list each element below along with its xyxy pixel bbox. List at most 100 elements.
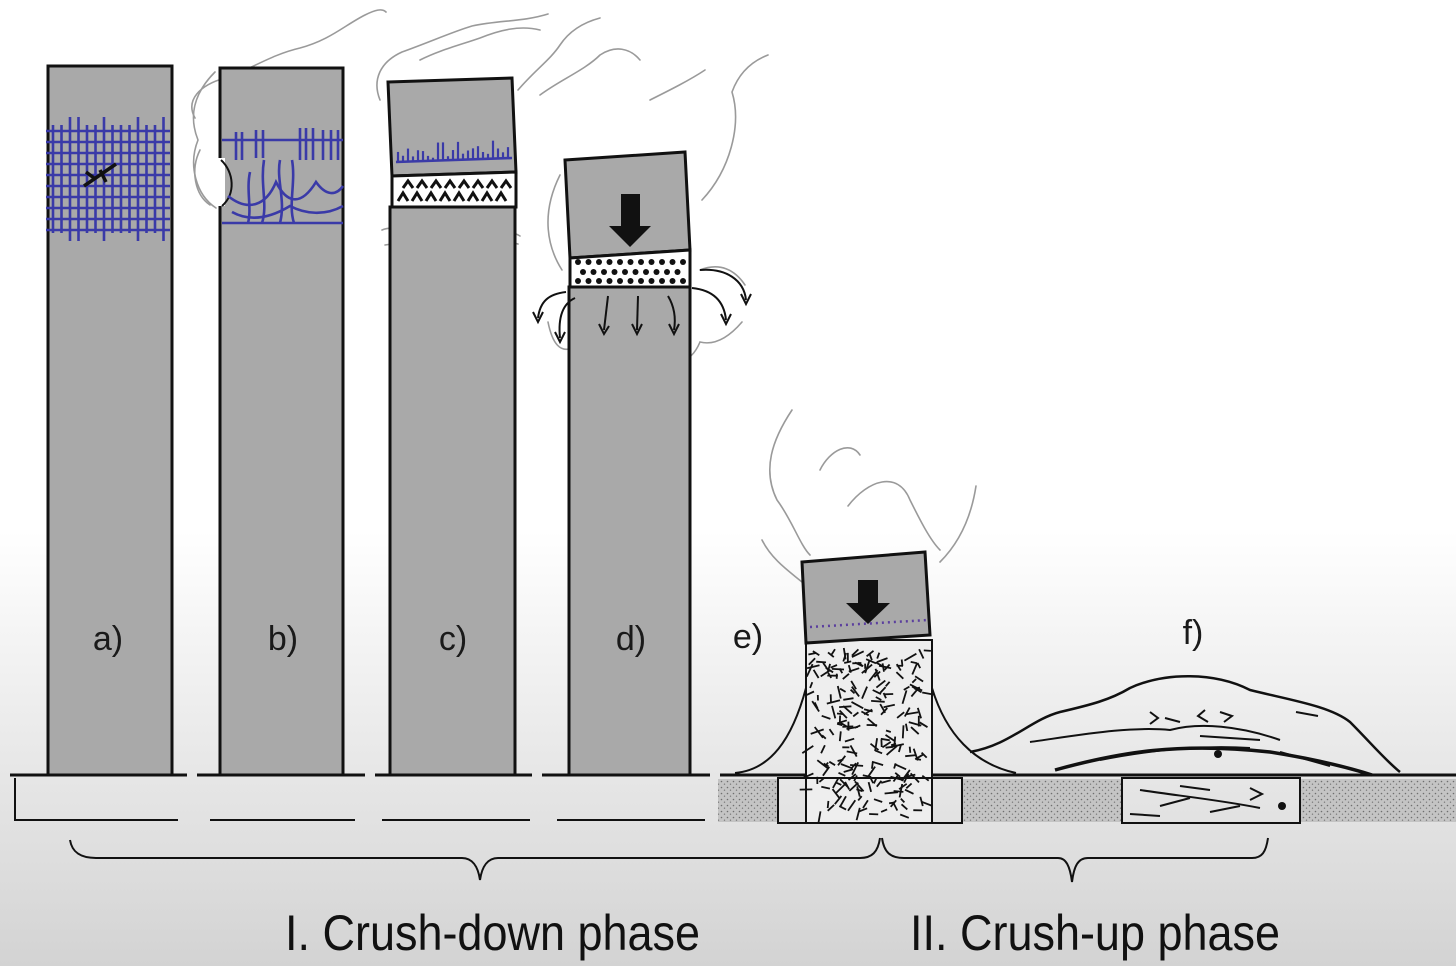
debris-dot bbox=[606, 259, 613, 265]
rubble-fragment bbox=[843, 660, 852, 664]
rubble-fragment bbox=[821, 785, 831, 790]
rubble-fragment bbox=[805, 690, 815, 697]
rubble-fragment bbox=[872, 689, 882, 695]
curved-arrow-icon bbox=[537, 291, 567, 319]
rubble-fragment bbox=[805, 663, 814, 677]
debris-chevron bbox=[396, 190, 410, 202]
rubble-fragment bbox=[871, 700, 885, 703]
rubble-fragment bbox=[821, 714, 831, 720]
rubble-fragment bbox=[871, 760, 884, 766]
rubble-fragment bbox=[838, 805, 847, 811]
debris-dot bbox=[601, 269, 607, 275]
debris-dot bbox=[638, 259, 644, 265]
rubble-fragment bbox=[899, 813, 910, 819]
rubble-fragment bbox=[808, 652, 816, 656]
debris-dot bbox=[596, 278, 602, 284]
rubble-fragment bbox=[868, 653, 873, 661]
debris-dot bbox=[632, 269, 639, 275]
debris-chevron bbox=[499, 178, 513, 189]
debris-dot bbox=[648, 259, 655, 265]
rubble-fragment bbox=[888, 801, 895, 805]
debris-dot bbox=[596, 259, 602, 265]
phase-label-crush-up: II. Crush-up phase bbox=[910, 905, 1280, 961]
rubble-fragment bbox=[903, 652, 917, 662]
rubble-fragment bbox=[842, 673, 850, 680]
debris-dot bbox=[622, 269, 628, 275]
rubble-fragment bbox=[864, 660, 871, 674]
rubble-fragment bbox=[905, 723, 909, 732]
debris-chevron bbox=[466, 190, 480, 202]
rubble-fragment bbox=[812, 669, 820, 679]
rubble-fragment bbox=[806, 664, 820, 670]
rubble-fragment bbox=[874, 749, 883, 755]
rubble-fragment bbox=[851, 761, 860, 776]
rubble-fragment bbox=[817, 811, 822, 823]
debris-dot bbox=[585, 278, 592, 284]
rubble-fragment bbox=[880, 737, 890, 742]
down-arrow-icon bbox=[609, 194, 651, 247]
rubble-fragment bbox=[850, 764, 864, 767]
rubble-fragment bbox=[837, 719, 848, 725]
rubble-fragment bbox=[838, 731, 842, 742]
tower-b-body bbox=[218, 66, 345, 777]
rubble-fragment bbox=[834, 795, 843, 805]
debris-chevron bbox=[471, 178, 485, 189]
rubble-fragment bbox=[816, 759, 829, 770]
debris-chevron bbox=[401, 178, 415, 189]
rubble-fragment bbox=[808, 657, 816, 666]
rubble-fragment bbox=[862, 799, 869, 809]
debris-dot bbox=[585, 259, 592, 265]
rubble-fragment bbox=[847, 664, 852, 673]
rubble-fragment bbox=[849, 689, 856, 695]
rubble-fragment bbox=[831, 788, 841, 799]
rubble-fragment bbox=[850, 680, 857, 690]
debris-dot bbox=[606, 278, 613, 284]
ground bbox=[10, 773, 1456, 822]
rubble-fragment bbox=[826, 699, 841, 705]
rubble-fragment bbox=[876, 780, 883, 788]
rubble-fragment bbox=[910, 726, 920, 735]
rubble-fragment bbox=[863, 708, 873, 716]
rubble-fragment bbox=[832, 777, 840, 789]
panel-label-e: e) bbox=[733, 618, 763, 656]
rubble-fragment bbox=[873, 798, 883, 803]
rubble-fragment bbox=[873, 670, 881, 678]
rubble-fragment bbox=[903, 685, 910, 691]
panel-label-b: b) bbox=[268, 620, 298, 658]
basement-pit-f bbox=[1121, 777, 1301, 824]
foundations bbox=[14, 778, 705, 821]
rubble-fragment bbox=[852, 711, 859, 718]
debris-dot bbox=[659, 259, 665, 265]
debris-chevron bbox=[485, 178, 499, 189]
rubble-fragment bbox=[905, 782, 913, 789]
rubble-fragment bbox=[876, 652, 881, 659]
rubble-fragment bbox=[801, 745, 814, 754]
debris-dot bbox=[648, 278, 655, 284]
rubble-fragment bbox=[893, 790, 904, 793]
rubble-fragment bbox=[842, 647, 847, 660]
rubble-fragment bbox=[830, 648, 836, 656]
debris-mound-e-right bbox=[931, 687, 1017, 774]
tower-b: b) bbox=[216, 66, 345, 777]
tower-d-body bbox=[567, 285, 692, 777]
rubble-fragment bbox=[840, 722, 850, 729]
rubble-fragment bbox=[890, 742, 897, 747]
debris-dot bbox=[627, 278, 634, 284]
rubble-fragment bbox=[851, 648, 860, 657]
crushed-zone-c bbox=[390, 170, 518, 209]
rubble-fragment bbox=[884, 791, 898, 795]
debris-dot bbox=[659, 278, 665, 284]
debris-dot bbox=[611, 269, 618, 275]
debris-dot bbox=[617, 278, 623, 284]
wall-breach bbox=[216, 158, 225, 206]
rubble-fragment bbox=[886, 745, 898, 756]
rubble-fragment bbox=[844, 781, 850, 790]
phase-label-crush-down: I. Crush-down phase bbox=[285, 905, 700, 961]
rubble-fragment bbox=[876, 657, 888, 663]
rubble-fragment bbox=[905, 711, 919, 716]
tower-c-body bbox=[388, 205, 517, 777]
rubble-fragment bbox=[900, 659, 904, 666]
rubble-fragment bbox=[900, 797, 906, 804]
tower-e: e) bbox=[733, 550, 1017, 824]
